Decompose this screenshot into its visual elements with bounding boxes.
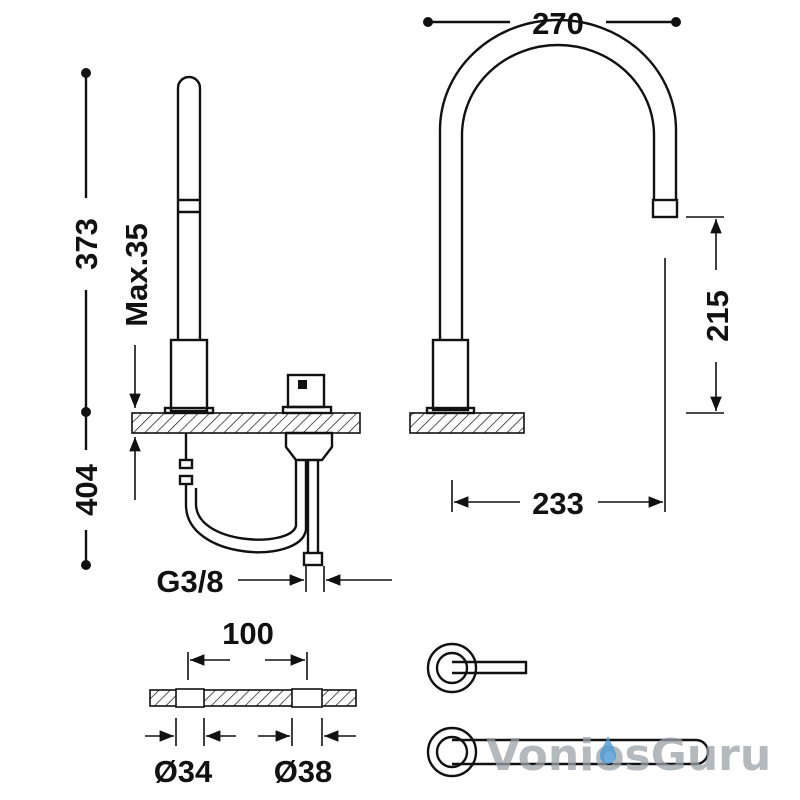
dimension-projection-233: 233 xyxy=(451,258,666,521)
water-drop-icon xyxy=(600,736,616,764)
hoses-under-deck xyxy=(178,433,324,567)
watermark-text: VoniosGuru xyxy=(486,730,771,781)
dim-label-g38: G3/8 xyxy=(156,564,223,599)
dimension-under-deck-404: 404 xyxy=(69,412,104,570)
dimension-thread-g38: G3/8 xyxy=(156,564,392,599)
deck-holes-section xyxy=(149,688,357,708)
countertop-section-front xyxy=(409,412,525,434)
spout-side-view xyxy=(163,75,215,415)
dim-label-34: Ø34 xyxy=(154,754,213,789)
watermark-logo: VoniosGuru xyxy=(486,730,771,781)
dimension-diameter-34: Ø34 xyxy=(145,718,236,789)
dim-label-373: 373 xyxy=(69,218,104,270)
spout-front-view xyxy=(425,18,679,415)
dim-label-38: Ø38 xyxy=(274,754,333,789)
mixer-side-view xyxy=(281,373,334,462)
dim-label-215: 215 xyxy=(700,290,735,342)
countertop-section-side xyxy=(131,412,361,434)
dim-label-100: 100 xyxy=(222,616,274,651)
dimension-width-270: 270 xyxy=(423,6,681,41)
dim-label-233: 233 xyxy=(532,486,584,521)
dimension-max-35: Max.35 xyxy=(119,223,154,500)
spout-top-view xyxy=(426,726,710,778)
dimension-reach-215: 215 xyxy=(686,216,735,414)
dim-label-270: 270 xyxy=(532,6,584,41)
dimension-height-373: 373 xyxy=(69,68,104,417)
dimension-centres-100: 100 xyxy=(187,616,308,680)
dim-label-max-35: Max.35 xyxy=(119,223,154,326)
handle-top-view xyxy=(426,642,528,694)
dim-label-404: 404 xyxy=(69,463,104,515)
dimension-diameter-38: Ø38 xyxy=(258,718,356,789)
